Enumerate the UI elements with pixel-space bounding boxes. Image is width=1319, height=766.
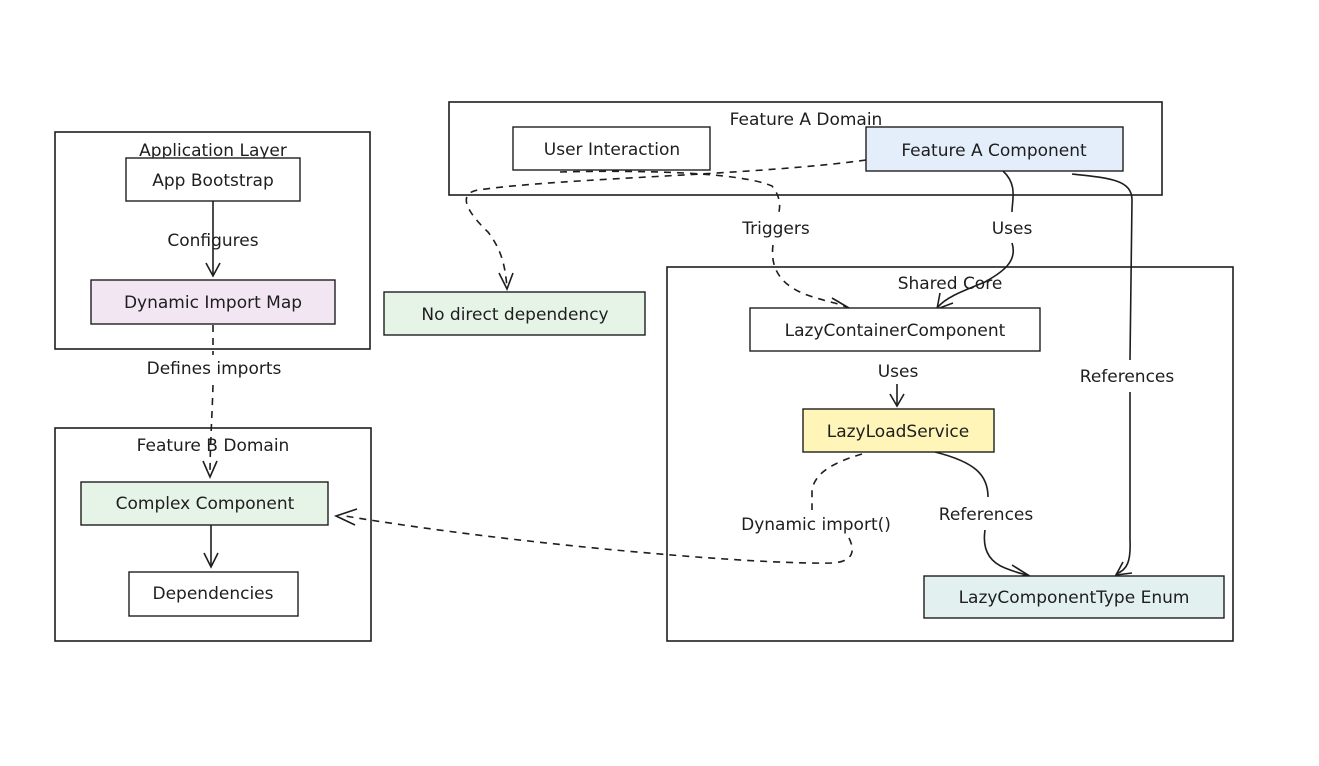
node-dependencies-label: Dependencies [153, 584, 274, 604]
edge-uses-container-arrowhead [889, 393, 905, 408]
application-layer-frame [54, 131, 371, 350]
node-no-direct-dependency: No direct dependency [383, 291, 646, 336]
feature-a-domain-title: Feature A Domain [730, 110, 883, 130]
edge-label-triggers: Triggers [741, 219, 810, 239]
node-user-interaction: User Interaction [512, 126, 711, 171]
node-feature-a-component: Feature A Component [865, 126, 1124, 172]
edge-label-uses-feature-a: Uses [992, 219, 1033, 239]
node-dynamic-import-map-box [90, 279, 336, 325]
edge-label-defines-imports: Defines imports [147, 359, 282, 379]
edge-label-references-feature-a: References [1080, 367, 1175, 387]
node-feature-a-component-box [865, 126, 1124, 172]
shared-core-frame [666, 266, 1234, 642]
edge-uses-feature-a [936, 170, 1015, 309]
edge-dynamic-import [344, 453, 863, 564]
edge-label-configures: Configures [167, 231, 258, 251]
feature-a-domain-frame [448, 101, 1163, 196]
feature-b-domain-frame [54, 427, 372, 642]
edge-configures-arrowhead [205, 262, 221, 278]
edge-triggers [559, 170, 849, 309]
feature-b-domain-title: Feature B Domain [137, 436, 290, 456]
edge-no-direct-dependency-arrowhead [498, 272, 514, 291]
shared-core-title: Shared Core [898, 274, 1003, 294]
node-lazy-container-component: LazyContainerComponent [749, 307, 1041, 352]
node-lazy-load-service: LazyLoadService [802, 408, 995, 453]
node-app-bootstrap: App Bootstrap [125, 157, 301, 202]
node-lazy-component-type-enum-box [923, 575, 1225, 619]
node-lazy-component-type-enum-label: LazyComponentType Enum [959, 588, 1190, 608]
application-layer-title: Application Layer [139, 141, 287, 161]
node-lazy-load-service-label: LazyLoadService [827, 422, 969, 442]
node-dynamic-import-map: Dynamic Import Map [90, 279, 336, 325]
node-app-bootstrap-label: App Bootstrap [152, 171, 273, 191]
node-complex-component-box [80, 481, 329, 526]
edge-references-feature-a-arrowhead [1114, 561, 1133, 576]
edge-label-dynamic-import: Dynamic import() [741, 515, 891, 535]
node-user-interaction-label: User Interaction [544, 140, 680, 160]
node-user-interaction-box [512, 126, 711, 171]
node-dependencies-box [128, 571, 299, 617]
edge-no-direct-dependency [465, 159, 867, 289]
edge-label-references-service: References [939, 505, 1034, 525]
node-lazy-container-component-box [749, 307, 1041, 352]
edge-label-uses-container: Uses [878, 362, 919, 382]
node-lazy-container-component-label: LazyContainerComponent [785, 321, 1006, 341]
edge-dynamic-import-arrowhead [333, 508, 358, 526]
edge-references-feature-a [1071, 173, 1133, 575]
node-feature-a-component-label: Feature A Component [901, 141, 1087, 161]
edge-defines-imports [209, 325, 214, 477]
node-app-bootstrap-box [125, 157, 301, 202]
node-lazy-load-service-box [802, 408, 995, 453]
node-dependencies: Dependencies [128, 571, 299, 617]
node-dynamic-import-map-label: Dynamic Import Map [124, 293, 302, 313]
edge-references-service [934, 451, 1029, 576]
edge-complex-to-dependencies-arrowhead [203, 552, 219, 569]
node-no-direct-dependency-label: No direct dependency [421, 305, 608, 325]
node-lazy-component-type-enum: LazyComponentType Enum [923, 575, 1225, 619]
node-no-direct-dependency-box [383, 291, 646, 336]
edge-defines-imports-arrowhead [202, 460, 218, 479]
node-complex-component-label: Complex Component [116, 494, 295, 514]
node-complex-component: Complex Component [80, 481, 329, 526]
